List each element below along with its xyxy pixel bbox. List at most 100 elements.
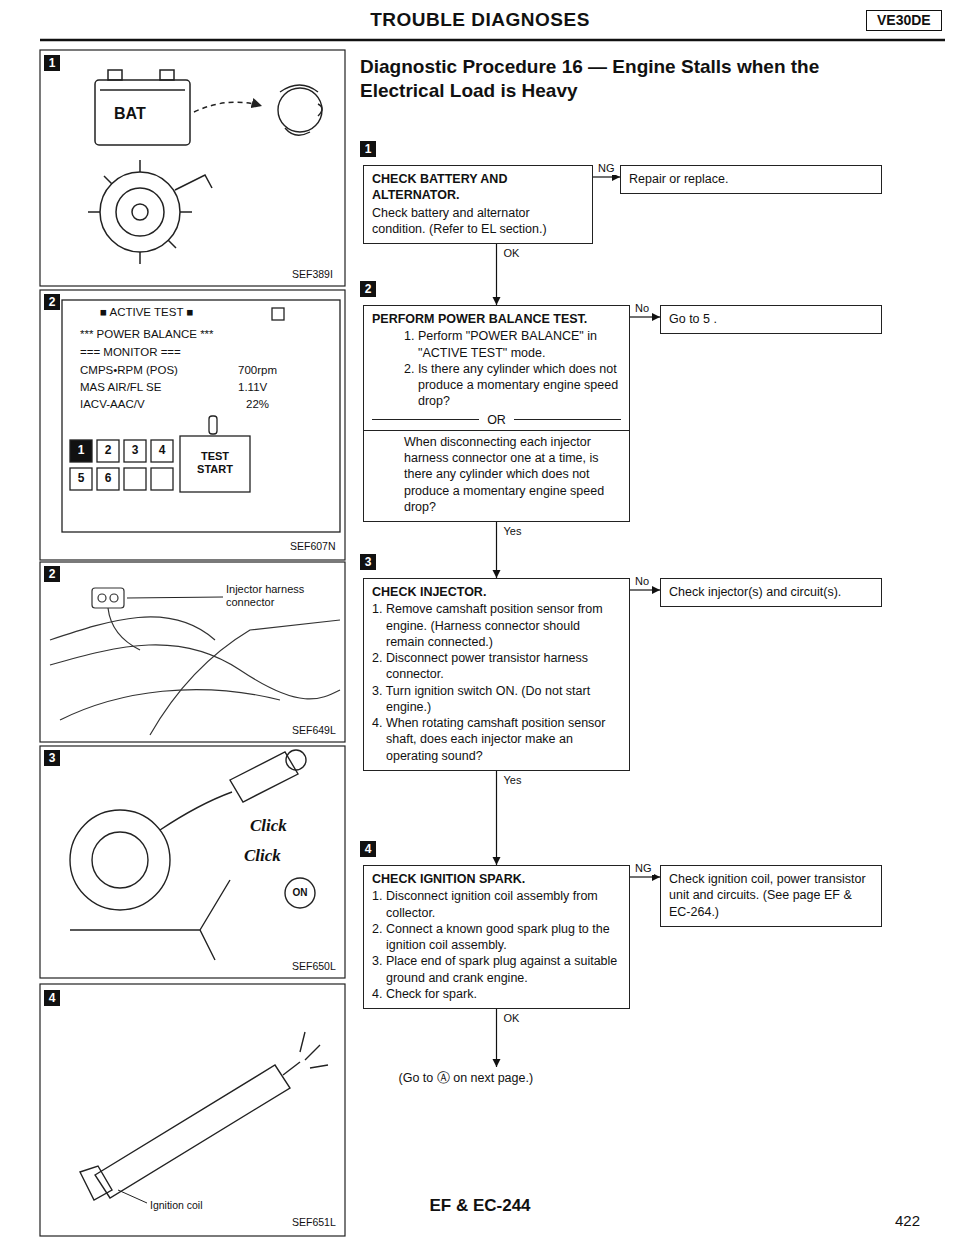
callout-number: 4 — [44, 990, 60, 1006]
screen-text: *** POWER BALANCE *** — [80, 328, 214, 342]
consult-screen — [272, 308, 284, 320]
button-label: 6 — [97, 471, 119, 485]
step-heading: CHECK IGNITION SPARK. — [372, 871, 621, 887]
engine-drawing — [108, 608, 140, 650]
step-number: 2 — [360, 281, 376, 297]
page-code: EF & EC-244 — [380, 1196, 580, 1216]
flow-arrow — [496, 522, 497, 578]
alternator-drawing — [88, 160, 192, 264]
branch-label: OK — [502, 1012, 522, 1025]
button-label: 4 — [151, 443, 173, 457]
flow-arrow — [496, 771, 497, 865]
ignition-coil-drawing — [118, 1190, 147, 1203]
procedure-title: Diagnostic Procedure 16 — Engine Stalls … — [360, 55, 850, 103]
flow-arrow — [593, 176, 620, 177]
leader-line — [127, 597, 223, 598]
sensor-drawing — [70, 810, 170, 910]
step-text: Check injector(s) and circuit(s). — [669, 584, 873, 600]
battery-drawing — [100, 89, 185, 91]
check-box: CHECK BATTERY AND ALTERNATOR.Check batte… — [363, 165, 593, 244]
engine-drawing — [50, 617, 215, 640]
sensor-drawing — [70, 880, 230, 960]
screen-value: 1.11V — [238, 381, 267, 395]
button-label: 5 — [70, 471, 92, 485]
step-number: 3 — [360, 554, 376, 570]
step-text: OR — [364, 412, 629, 428]
branch-label: NG — [596, 162, 617, 175]
screen-text: === MONITOR === — [80, 346, 181, 360]
part-name: Injector harness connector — [226, 583, 326, 609]
sensor-drawing — [92, 832, 148, 888]
battery-drawing — [194, 102, 262, 112]
step-text: 1. Disconnect ignition coil assembly fro… — [372, 888, 621, 921]
step-text: 4. When rotating camshaft position senso… — [372, 715, 621, 764]
step-text: 1. Remove camshaft position sensor from … — [372, 601, 621, 650]
branch-label: NG — [633, 862, 654, 875]
figure-code: SEF649L — [292, 724, 336, 737]
figure-code: SEF650L — [292, 960, 336, 973]
ignition-coil-drawing — [283, 1062, 300, 1075]
alternator-drawing — [175, 175, 212, 190]
mechanic-face — [278, 85, 322, 135]
mechanic-face — [280, 85, 318, 92]
screen-text: MAS AIR/FL SE — [80, 381, 161, 395]
figure-code: SEF651L — [292, 1216, 336, 1229]
step-heading: CHECK BATTERY AND ALTERNATOR. — [372, 171, 584, 204]
header-rule — [40, 39, 945, 42]
consult-screen — [124, 468, 146, 490]
consult-screen — [62, 300, 340, 532]
continuation-arrow — [496, 1009, 497, 1067]
alternator-drawing — [88, 160, 212, 264]
result-box: Repair or replace. — [620, 165, 882, 194]
flow-arrow — [630, 589, 660, 590]
consult-screen — [97, 440, 119, 462]
battery-drawing — [95, 70, 262, 145]
mechanic-face — [318, 104, 322, 116]
mechanic-face — [285, 128, 310, 135]
engine-code: VE30DE — [866, 10, 942, 31]
consult-screen — [151, 440, 173, 462]
callout-number: 2 — [44, 294, 60, 310]
figure-frame — [40, 562, 345, 742]
ignition-coil-drawing — [80, 1166, 112, 1200]
consult-screen — [124, 440, 146, 462]
step-text: Go to 5 . — [669, 311, 873, 327]
sensor-drawing — [70, 750, 315, 960]
screen-value: 22% — [246, 398, 269, 412]
check-box: CHECK IGNITION SPARK.1. Disconnect ignit… — [363, 865, 630, 1009]
flow-arrow — [630, 316, 660, 317]
step-text: 2. Is there any cylinder which does not … — [372, 361, 621, 410]
sensor-drawing — [160, 792, 232, 830]
button-label: 3 — [124, 443, 146, 457]
button-label: 2 — [97, 443, 119, 457]
step-number: 4 — [360, 841, 376, 857]
engine-drawing — [98, 594, 106, 602]
consult-screen — [70, 468, 92, 490]
callout-number: 2 — [44, 566, 60, 582]
figure-frame — [40, 50, 345, 286]
sound-label: Click — [250, 816, 287, 836]
figure-frame — [40, 50, 345, 1236]
branch-label: Yes — [502, 774, 524, 787]
engine-drawing — [110, 594, 118, 602]
ignition-coil-drawing — [80, 1032, 328, 1203]
battery-label: BAT — [114, 104, 146, 123]
result-box: Check injector(s) and circuit(s). — [660, 578, 882, 607]
consult-screen — [62, 300, 340, 532]
flow-arrow — [496, 244, 497, 305]
branch-label: OK — [502, 247, 522, 260]
button-label: TEST START — [183, 450, 247, 476]
page-header: TROUBLE DIAGNOSES — [330, 9, 630, 32]
callout-number: 3 — [44, 750, 60, 766]
step-text: When disconnecting each injector harness… — [364, 430, 629, 515]
step-text: Check ignition coil, power transistor un… — [669, 871, 873, 920]
sensor-drawing — [230, 752, 298, 802]
consult-screen — [151, 468, 173, 490]
header-rule — [40, 40, 945, 41]
screen-value: 700rpm — [238, 364, 277, 378]
part-name: Ignition coil — [150, 1199, 203, 1212]
result-box: Go to 5 . — [660, 305, 882, 334]
sensor-drawing — [285, 878, 315, 908]
figure-code: SEF389I — [292, 268, 333, 281]
